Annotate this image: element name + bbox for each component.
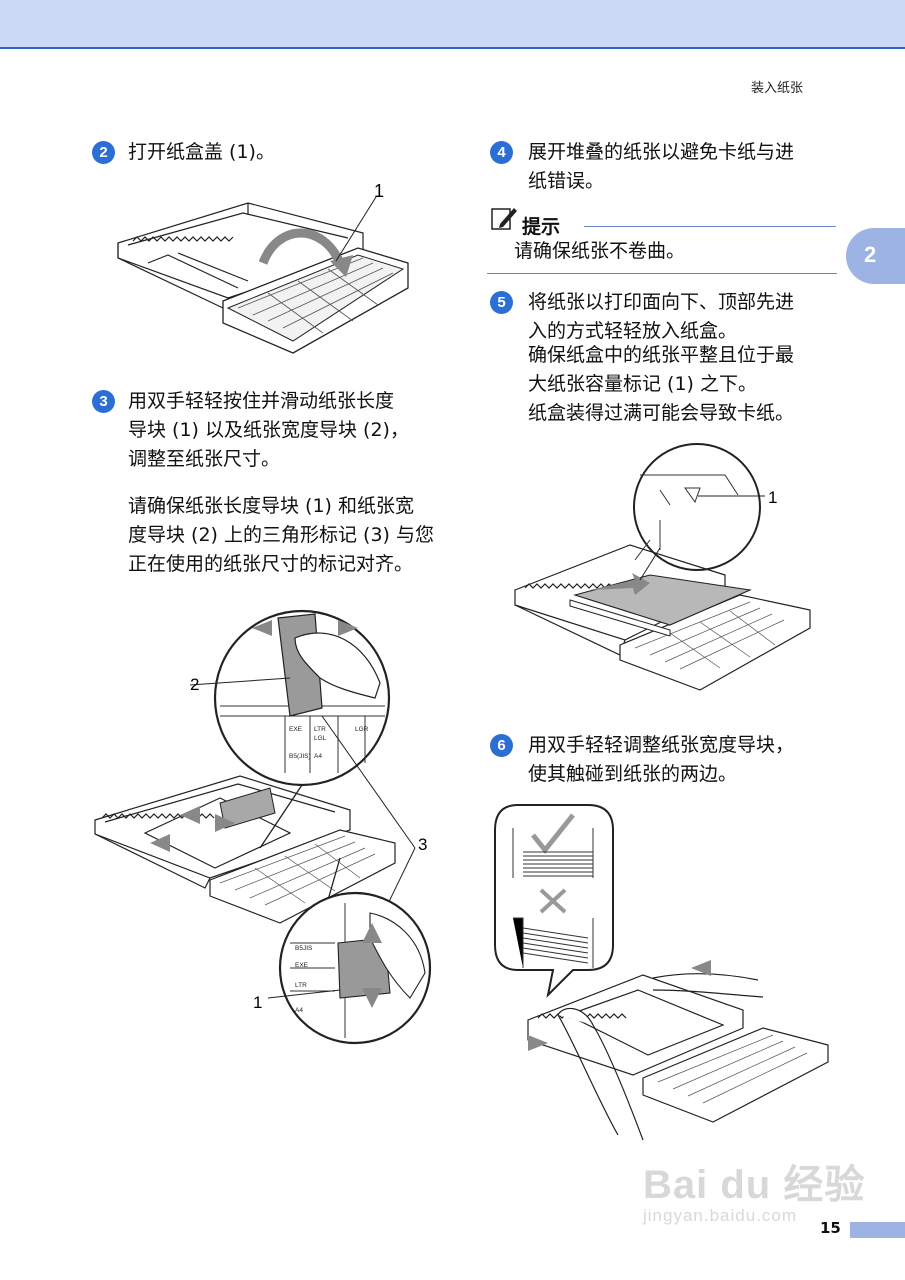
step-3-note-2: 度导块 (2) 上的三角形标记 (3) 与您 xyxy=(128,524,434,546)
upper-label-a4: A4 xyxy=(314,753,322,760)
cross-mark-icon xyxy=(539,888,567,914)
step-6-badge: 6 xyxy=(490,734,513,757)
step-3-note-3: 正在使用的纸张尺寸的标记对齐。 xyxy=(128,553,414,575)
step-5-line-4: 大纸张容量标记 (1) 之下。 xyxy=(528,373,757,395)
upper-label-b5: B5(JIS) xyxy=(289,753,311,760)
load-paper-illustration: 1 xyxy=(514,443,811,691)
callout-3: 3 xyxy=(418,835,427,854)
callout-2: 2 xyxy=(190,675,199,694)
step-3-line-2: 导块 (1) 以及纸张宽度导块 (2)， xyxy=(128,419,409,441)
width-guide-illustration xyxy=(494,804,829,1141)
chapter-number: 2 xyxy=(864,242,877,267)
footer-band xyxy=(850,1222,905,1238)
lower-label-b5jis: B5JIS xyxy=(295,945,313,952)
watermark-url: jingyan.baidu.com xyxy=(643,1206,798,1225)
upper-label-lgl: LGL xyxy=(314,735,327,742)
step-5-line-2: 入的方式轻轻放入纸盒。 xyxy=(528,320,738,342)
step-2-text: 打开纸盒盖 (1)。 xyxy=(128,141,275,163)
step-5-badge: 5 xyxy=(490,291,513,314)
step-3-note-1: 请确保纸张长度导块 (1) 和纸张宽 xyxy=(128,495,414,517)
paper-guides-illustration: 2 EXE LTR LGL LGR B5(JIS) A4 3 B5JIS EXE… xyxy=(94,609,432,1045)
step-4-badge: 4 xyxy=(490,141,513,164)
section-title: 装入纸张 xyxy=(751,81,804,96)
hint-top-rule xyxy=(584,226,836,227)
callout-1: 1 xyxy=(253,993,262,1012)
lower-label-exe: EXE xyxy=(295,962,309,969)
step-6-line-1: 用双手轻轻调整纸张宽度导块， xyxy=(528,734,795,756)
check-mark-icon xyxy=(531,813,575,855)
lower-label-ltr: LTR xyxy=(295,982,307,989)
hint-title: 提示 xyxy=(522,216,561,238)
upper-label-exe: EXE xyxy=(289,726,303,733)
tray-cover-illustration: 1 xyxy=(117,181,409,354)
step-5-line-1: 将纸张以打印面向下、顶部先进 xyxy=(528,291,795,313)
note-pencil-icon xyxy=(491,208,517,230)
step-3-line-1: 用双手轻轻按住并滑动纸张长度 xyxy=(128,390,395,412)
lower-label-a4: A4 xyxy=(295,1007,303,1014)
step-6-line-2: 使其触碰到纸张的两边。 xyxy=(528,763,738,785)
step-2-callout: 1 xyxy=(374,181,384,201)
top-band xyxy=(0,0,905,49)
baidu-watermark: Bai du 经验 jingyan.baidu.com xyxy=(643,1152,865,1226)
step-5-line-5: 纸盒装得过满可能会导致卡纸。 xyxy=(528,402,795,424)
watermark-brand: Bai du 经验 xyxy=(643,1163,866,1207)
step-5-callout: 1 xyxy=(768,488,777,507)
step-5-line-3: 确保纸盒中的纸张平整且位于最 xyxy=(528,344,795,366)
step-4-line-1: 展开堆叠的纸张以避免卡纸与进 xyxy=(528,141,795,163)
step-3-badge: 3 xyxy=(92,390,115,413)
step-4-line-2: 纸错误。 xyxy=(528,170,605,192)
hint-text: 请确保纸张不卷曲。 xyxy=(514,240,686,262)
step-3-line-3: 调整至纸张尺寸。 xyxy=(128,448,281,470)
hint-bottom-rule xyxy=(487,273,837,274)
upper-label-ltr: LTR xyxy=(314,726,326,733)
upper-label-lgr: LGR xyxy=(355,726,369,733)
page-number: 15 xyxy=(820,1219,841,1237)
step-2-badge: 2 xyxy=(92,141,115,164)
chapter-tab: 2 xyxy=(846,228,905,284)
